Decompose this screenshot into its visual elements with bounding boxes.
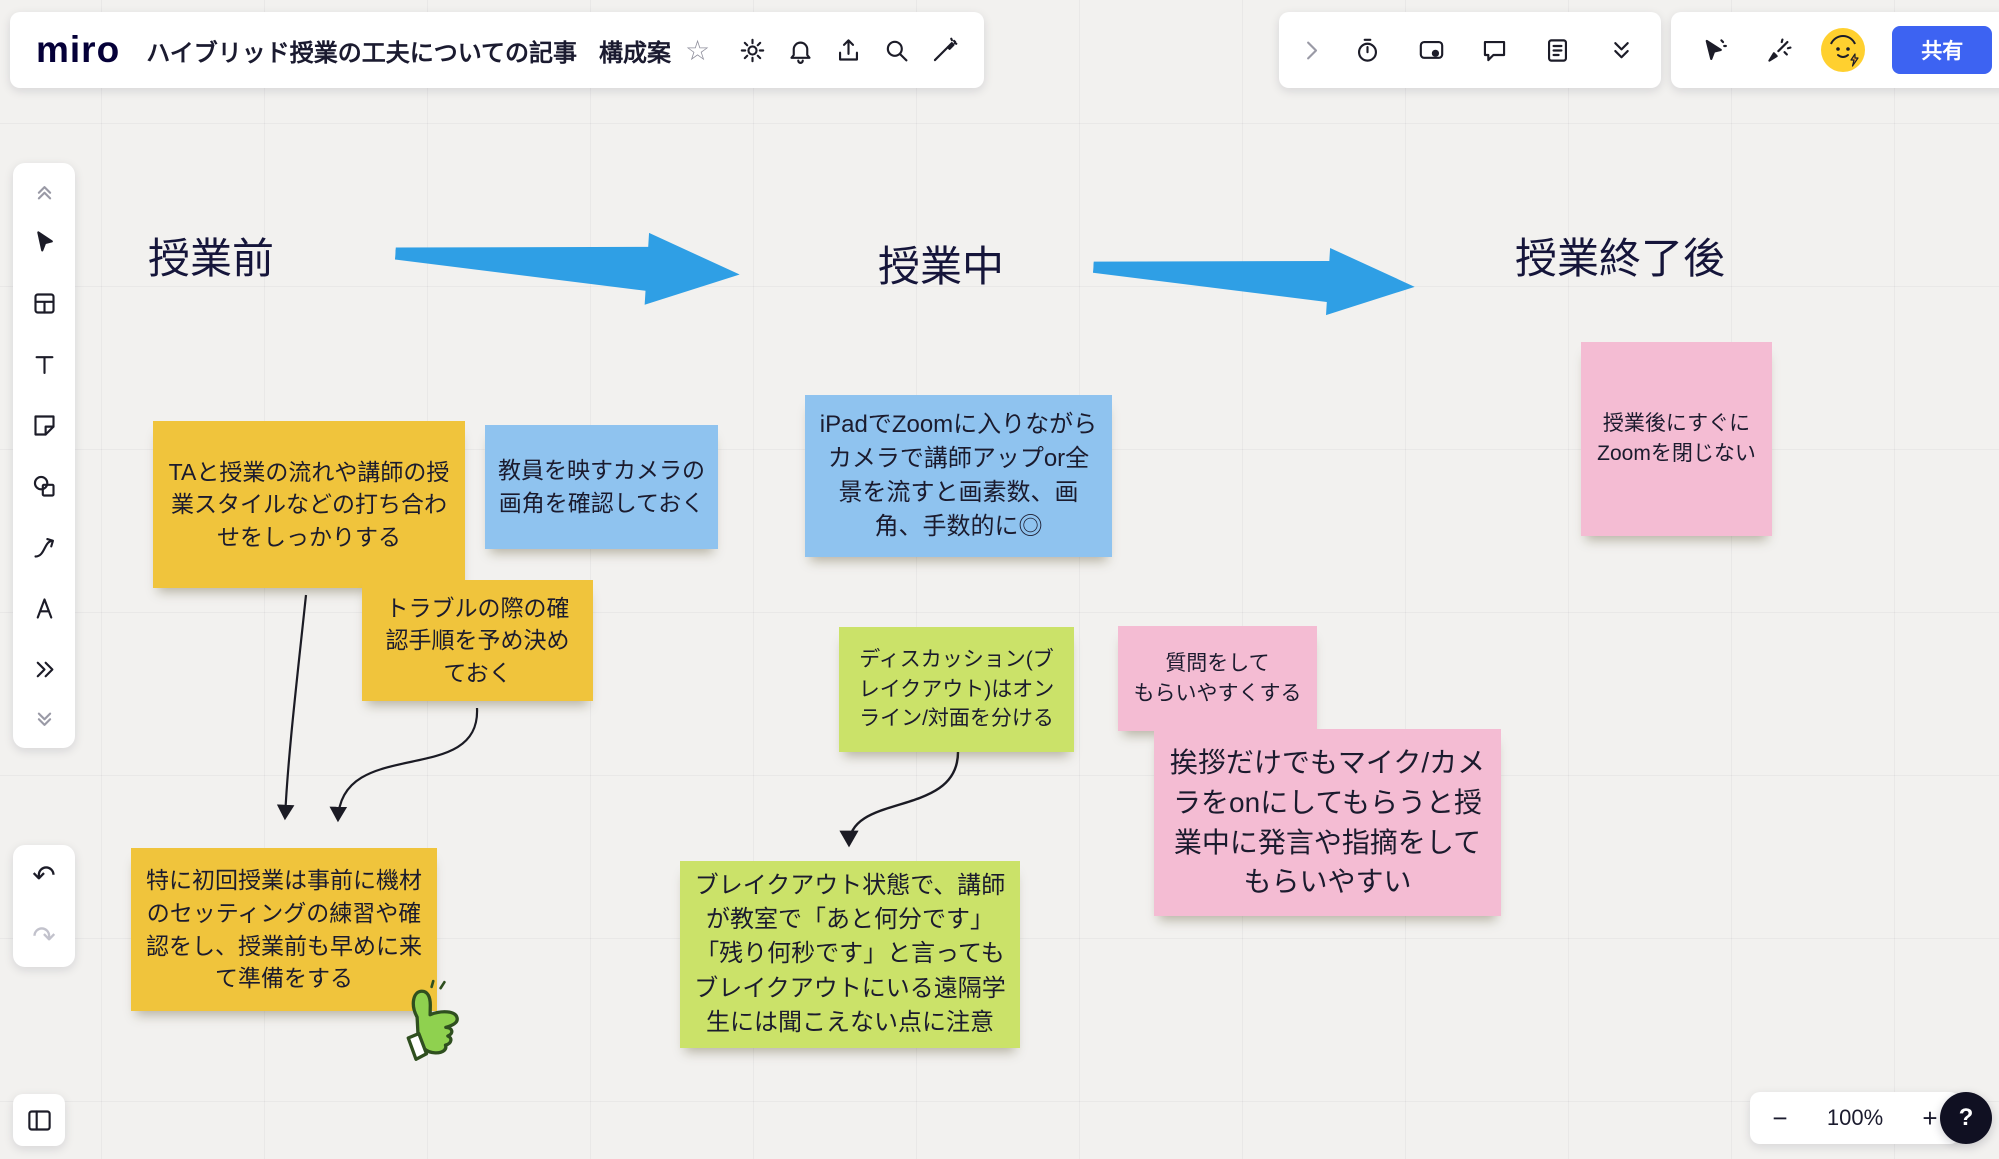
- toolbar-collapse-down-button[interactable]: [20, 706, 68, 736]
- select-tool[interactable]: [20, 218, 68, 266]
- sticky-note-discussion[interactable]: ディスカッション(ブレイクアウト)はオンライン/対面を分ける: [839, 627, 1074, 752]
- collapse-tools-button[interactable]: [1597, 26, 1645, 74]
- follow-cursor-button[interactable]: [1690, 26, 1738, 74]
- undo-icon: ↶: [32, 859, 56, 891]
- undo-button[interactable]: ↶: [20, 852, 68, 900]
- sticky-note-after-class[interactable]: 授業後にすぐに Zoomを閉じない: [1581, 342, 1772, 536]
- sticky-note-text: 質問をして もらいやすくする: [1133, 651, 1302, 705]
- timer-icon: [1358, 38, 1378, 62]
- sticky-note-breakout[interactable]: ブレイクアウト状態で、講師が教室で「あと何分です」「残り何秒です」と言ってもブレ…: [680, 861, 1020, 1048]
- laser-pointer-button[interactable]: [920, 26, 968, 74]
- pen-tool[interactable]: [20, 584, 68, 632]
- reactions-button[interactable]: [1755, 26, 1803, 74]
- sticky-note-text: トラブルの際の確認手順を予め決めておく: [385, 594, 570, 686]
- sticky-note-text: 挨拶だけでもマイク/カメラをonにしてもらうと授業中に発言や指摘をしてもらいやす…: [1169, 747, 1486, 898]
- comment-bubble-icon: [1484, 40, 1506, 61]
- shapes-icon: [33, 475, 55, 497]
- more-tools-button[interactable]: [20, 645, 68, 693]
- cursor-icon: [36, 230, 53, 251]
- sticky-note-tool[interactable]: [20, 401, 68, 449]
- search-icon: [886, 40, 908, 61]
- connector-line-icon: [33, 537, 54, 558]
- notes-button[interactable]: [1534, 26, 1582, 74]
- left-toolbar: [13, 163, 75, 748]
- search-button[interactable]: [872, 26, 920, 74]
- upload-icon: [838, 38, 858, 61]
- double-chevron-down-icon: [37, 712, 51, 726]
- sticky-note-icon: [33, 414, 55, 436]
- miro-logo[interactable]: miro: [36, 29, 121, 70]
- text-icon: [35, 355, 53, 374]
- export-button[interactable]: [824, 26, 872, 74]
- board-title[interactable]: ハイブリッド授業の工夫についての記事: [146, 39, 577, 67]
- sticky-note-text: iPadでZoomに入りながらカメラで講師アップor全景を流すと画素数、画角、手…: [819, 410, 1098, 541]
- zoom-in-button[interactable]: +: [1916, 1103, 1944, 1133]
- redo-button[interactable]: ↷: [20, 913, 68, 961]
- sticky-note-trouble[interactable]: トラブルの際の確認手順を予め決めておく: [362, 580, 593, 701]
- miro-assist-badge[interactable]: [1820, 28, 1865, 72]
- sticky-note-text: 授業後にすぐに Zoomを閉じない: [1597, 412, 1756, 465]
- flow-arrow-1[interactable]: [393, 212, 742, 317]
- assist-face-icon: [1829, 35, 1859, 67]
- collaboration-bar: 共有: [1671, 12, 1999, 88]
- help-button[interactable]: ?: [1940, 1092, 1992, 1144]
- sticky-note-text: 特に初回授業は事前に機材のセッティングの練習や確認をし、授業前も早めに来て準備を…: [146, 867, 422, 992]
- board-subtitle[interactable]: 構成案: [599, 39, 671, 67]
- pen-icon: [36, 597, 52, 619]
- cursor-sparkle-icon: [1705, 38, 1728, 60]
- redo-icon: ↷: [32, 920, 56, 952]
- bell-icon: [790, 41, 811, 64]
- sticky-note-text: ディスカッション(ブレイクアウト)はオンライン/対面を分ける: [858, 647, 1055, 731]
- notifications-button[interactable]: [776, 26, 824, 74]
- double-chevron-up-icon: [37, 185, 51, 199]
- screen-share-icon: [1419, 40, 1444, 59]
- double-chevron-down-icon: [1614, 41, 1629, 58]
- sticky-note-text: ブレイクアウト状態で、講師が教室で「あと何分です」「残り何秒です」と言ってもブレ…: [694, 872, 1006, 1036]
- toolbar-collapse-up-button[interactable]: [20, 175, 68, 205]
- sticky-note-question[interactable]: 質問をして もらいやすくする: [1118, 626, 1317, 731]
- sticky-note-first-class[interactable]: 特に初回授業は事前に機材のセッティングの練習や確認をし、授業前も早めに来て準備を…: [131, 848, 437, 1011]
- zoom-level[interactable]: 100%: [1826, 1105, 1884, 1130]
- thumbs-up-sticker[interactable]: [396, 975, 471, 1067]
- sticky-note-text: TAと授業の流れや講師の授業スタイルなどの打ち合わせをしっかりする: [168, 458, 450, 550]
- text-tool[interactable]: [20, 340, 68, 388]
- document-icon: [1548, 38, 1568, 62]
- sticky-note-text: 教員を映すカメラの画角を確認しておく: [498, 457, 705, 516]
- gear-icon: [740, 38, 764, 62]
- reactions-icon: [1768, 38, 1792, 62]
- sticky-note-camera-angle[interactable]: 教員を映すカメラの画角を確認しておく: [485, 425, 718, 549]
- frames-panel-icon: [27, 1109, 51, 1131]
- history-panel: ↶ ↷: [13, 845, 75, 967]
- favorite-star-icon[interactable]: ☆: [685, 34, 711, 66]
- sticky-note-greeting[interactable]: 挨拶だけでもマイク/カメラをonにしてもらうと授業中に発言や指摘をしてもらいやす…: [1154, 729, 1501, 916]
- flow-arrow-2[interactable]: [1091, 227, 1417, 327]
- header-bar: miro ハイブリッド授業の工夫についての記事 構成案 ☆: [10, 12, 985, 88]
- comments-button[interactable]: [1471, 26, 1519, 74]
- zoom-controls: − 100% +: [1750, 1092, 1960, 1144]
- screen-share-button[interactable]: [1407, 26, 1455, 74]
- sticky-note-ipad-zoom[interactable]: iPadでZoomに入りながらカメラで講師アップor全景を流すと画素数、画角、手…: [805, 395, 1112, 557]
- sticky-note-ta-meeting[interactable]: TAと授業の流れや講師の授業スタイルなどの打ち合わせをしっかりする: [153, 421, 465, 588]
- frames-panel-button[interactable]: [13, 1094, 65, 1146]
- frame-icon: [33, 292, 55, 314]
- laser-pointer-icon: [933, 37, 957, 61]
- board-tools-bar: [1279, 12, 1661, 88]
- connector-tool[interactable]: [20, 523, 68, 571]
- double-chevron-right-icon: [36, 661, 53, 677]
- section-title-during-class[interactable]: 授業中: [878, 243, 1005, 290]
- chevron-right-icon: [1307, 41, 1318, 59]
- shapes-tool[interactable]: [20, 462, 68, 510]
- zoom-out-button[interactable]: −: [1766, 1103, 1794, 1133]
- section-title-after-class[interactable]: 授業終了後: [1515, 235, 1726, 282]
- share-button[interactable]: 共有: [1892, 26, 1993, 74]
- settings-button[interactable]: [728, 26, 776, 74]
- templates-tool[interactable]: [20, 279, 68, 327]
- expand-tools-button[interactable]: [1295, 26, 1329, 74]
- section-title-before-class[interactable]: 授業前: [148, 235, 275, 282]
- timer-button[interactable]: [1344, 26, 1392, 74]
